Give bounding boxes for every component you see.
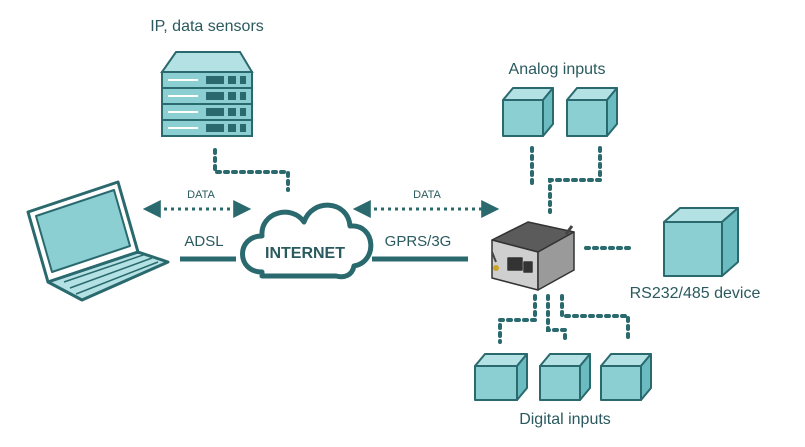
internet-label: INTERNET xyxy=(265,245,345,262)
digital-link-line-2 xyxy=(546,294,567,344)
sensors-label: IP, data sensors xyxy=(150,18,264,35)
digital-link-line-3 xyxy=(560,294,630,344)
data-label-left: DATA xyxy=(187,189,215,201)
digital-input-cube-1 xyxy=(474,353,528,401)
digital-inputs-label: Digital inputs xyxy=(519,411,611,428)
analog-inputs-label: Analog inputs xyxy=(509,61,606,78)
server-rack-icon xyxy=(160,51,254,137)
digital-link-line-1 xyxy=(498,294,537,344)
data-label-right: DATA xyxy=(413,189,441,201)
router-device-icon xyxy=(491,221,575,291)
internet-cloud-icon xyxy=(240,202,374,280)
sensor-link-line xyxy=(213,148,290,192)
digital-input-cube-3 xyxy=(600,353,652,401)
analog-link-line-2 xyxy=(548,146,602,214)
analog-input-cube-2 xyxy=(566,87,618,137)
adsl-label: ADSL xyxy=(184,233,223,250)
laptop-icon xyxy=(26,180,170,302)
gprs-label: GPRS/3G xyxy=(385,233,452,250)
digital-input-cube-2 xyxy=(539,353,591,401)
analog-input-cube-1 xyxy=(502,87,554,137)
rs232-device-cube xyxy=(663,207,739,277)
rs232-device-label: RS232/485 device xyxy=(630,285,761,302)
